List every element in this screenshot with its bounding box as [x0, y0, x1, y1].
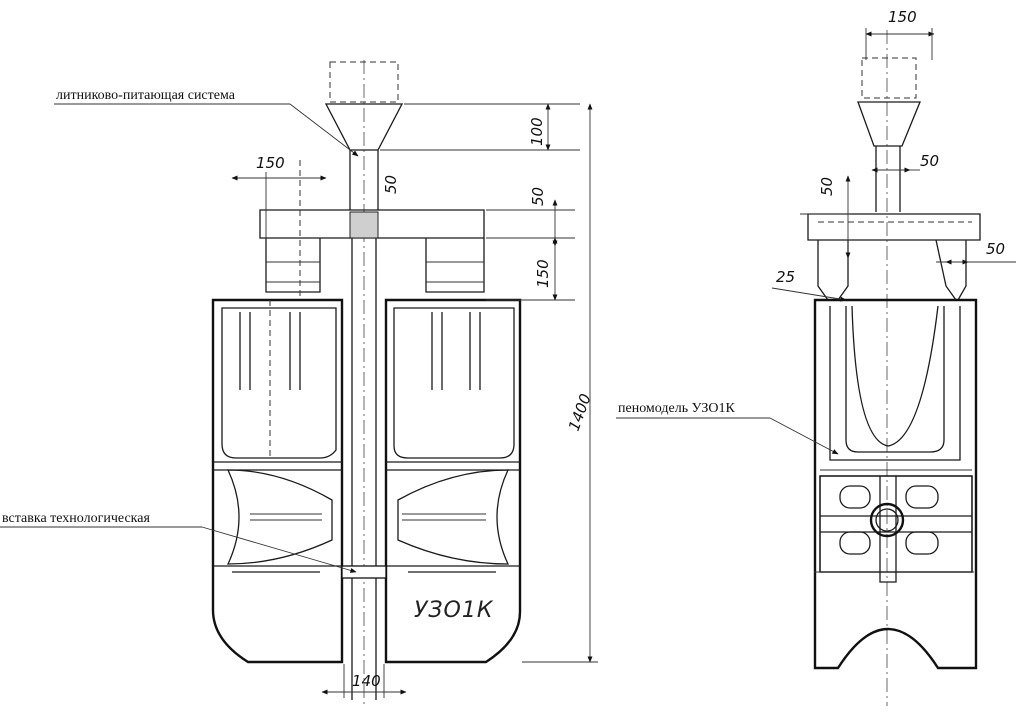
dim-150-top: 150 — [256, 154, 285, 172]
dim-140: 140 — [352, 672, 381, 690]
left-view: УЗО1К 150 100 50 50 150 1400 140 ли — [0, 60, 598, 705]
dim-50-sprue: 50 — [382, 175, 400, 194]
dim-150-riser: 150 — [534, 259, 552, 288]
part-mark: УЗО1К — [414, 598, 494, 623]
dim-50-right-left: 50 — [818, 177, 836, 196]
dim-25: 25 — [776, 268, 795, 286]
right-view: 150 50 50 50 25 пеномодель УЗО1К — [616, 8, 1016, 706]
label-foam-model: пеномодель УЗО1К — [618, 401, 735, 416]
dim-100: 100 — [528, 117, 546, 146]
dim-50-right-sprue: 50 — [920, 152, 939, 170]
label-insert: вставка технологическая — [2, 511, 150, 526]
dim-150-right: 150 — [888, 8, 917, 26]
label-gating-system: литниково-питающая система — [56, 88, 236, 103]
dim-50-runner: 50 — [529, 187, 547, 206]
dim-50-right-right: 50 — [986, 240, 1005, 258]
